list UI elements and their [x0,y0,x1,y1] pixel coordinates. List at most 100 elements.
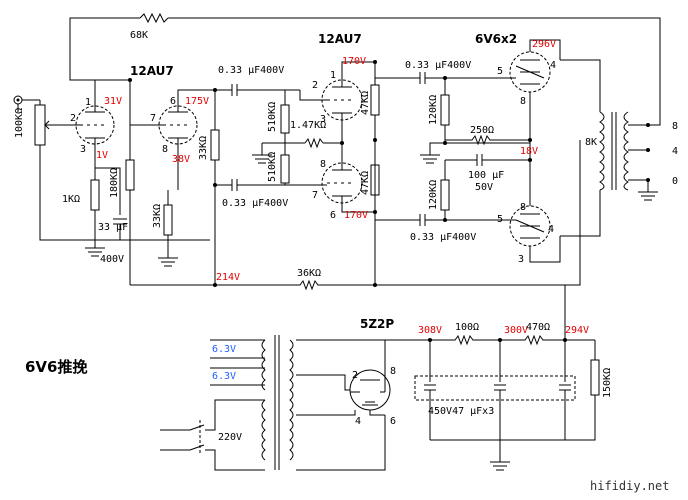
grid-resistor-33k-icon [163,204,173,236]
svg-text:1: 1 [85,97,91,108]
filter-cap-bank [414,375,576,401]
svg-text:400V: 400V [100,254,124,265]
svg-text:3: 3 [320,114,326,125]
svg-text:33KΩ: 33KΩ [152,204,163,228]
ps-voltage-b: 300V [504,325,528,336]
svg-text:6: 6 [330,210,336,221]
svg-text:5: 5 [497,66,503,77]
pi-top-plate-voltage: 170V [342,56,366,67]
svg-text:47KΩ: 47KΩ [360,91,371,115]
svg-text:250Ω: 250Ω [470,125,494,136]
svg-text:120KΩ: 120KΩ [428,95,439,125]
volume-pot-icon [34,104,46,146]
b-rail-voltage: 214V [216,272,240,283]
pi-grid-resistor-b-icon [280,154,290,184]
svg-text:100Ω: 100Ω [455,322,479,333]
svg-text:3: 3 [518,254,524,265]
phase-inverter: 12AU7 1 2 3 170V 8 7 6 170V 510KΩ 510KΩ … [252,32,510,285]
svg-text:4: 4 [550,60,556,71]
svg-text:8: 8 [390,366,396,377]
pi-grid-resistor-a-icon [280,104,290,134]
v1a-tube-icon [75,105,115,145]
feedback-loop: 68K [69,12,661,126]
svg-text:0.33 μF400V: 0.33 μF400V [218,65,284,76]
svg-text:8: 8 [520,202,526,213]
plate-resistor-180k-icon [125,159,135,191]
svg-text:510KΩ: 510KΩ [267,102,278,132]
ps-voltage-a: 308V [418,325,442,336]
svg-text:33KΩ: 33KΩ [198,136,209,160]
pi-bottom-plate-voltage: 170V [344,210,368,221]
svg-text:8: 8 [162,144,168,155]
svg-text:100 μF: 100 μF [468,170,504,181]
rectifier-tube-label: 5Z2P [360,317,394,331]
svg-text:220V: 220V [218,432,242,443]
output-cathode-voltage: 18V [520,146,538,157]
svg-text:7: 7 [150,113,156,124]
svg-text:0.33 μF400V: 0.33 μF400V [222,198,288,209]
schematic-title: 6V6推挽 [25,358,87,376]
svg-text:2: 2 [352,370,358,381]
svg-text:8K: 8K [585,137,597,148]
svg-text:4: 4 [672,146,678,157]
output-grid-resistor-a-icon [440,94,450,126]
svg-text:0.33 μF400V: 0.33 μF400V [405,60,471,71]
svg-text:6: 6 [170,96,176,107]
output-tube-label: 6V6x2 [475,32,517,46]
watermark: hifidiy.net [590,479,669,493]
ps-voltage-c: 294V [565,325,589,336]
svg-text:4: 4 [355,416,361,427]
v2-cathode-voltage: 38V [172,154,190,165]
heater-b-voltage: 6.3V [212,371,236,382]
svg-text:1: 1 [330,70,336,81]
svg-text:2: 2 [312,80,318,91]
input-stage: 100KΩ 1 2 3 31V 1V 1KΩ 33 μF 400V 180KΩ [13,55,210,285]
ground-icon-6 [490,440,510,471]
svg-text:33 μF: 33 μF [98,222,128,233]
pi-plate-resistor-a-icon [370,84,380,116]
bleeder-resistor-icon [590,359,600,396]
v2-tube-icon [158,105,198,145]
svg-text:8: 8 [520,96,526,107]
svg-text:150KΩ: 150KΩ [602,368,613,398]
power-supply: 5Z2P 6.3V 6.3V 220V 2 4 8 6 308V 100Ω 30… [160,317,613,471]
svg-text:5: 5 [497,214,503,225]
output-plate-voltage: 296V [532,39,556,50]
svg-text:470Ω: 470Ω [526,322,550,333]
svg-text:50V: 50V [475,182,493,193]
svg-text:120KΩ: 120KΩ [428,180,439,210]
v1-cathode-voltage: 1V [96,150,108,161]
svg-text:180KΩ: 180KΩ [109,168,120,198]
svg-text:6: 6 [390,416,396,427]
ground-icon-1 [85,225,105,257]
svg-text:1.47KΩ: 1.47KΩ [290,120,326,131]
heater-a-voltage: 6.3V [212,344,236,355]
svg-text:450V47 μFx3: 450V47 μFx3 [428,406,494,417]
v2-plate-voltage: 175V [185,96,209,107]
svg-text:36KΩ: 36KΩ [297,268,321,279]
svg-text:510KΩ: 510KΩ [267,152,278,182]
ground-icon-5 [638,180,658,201]
svg-text:0: 0 [672,176,678,187]
svg-text:8: 8 [320,159,326,170]
output-grid-resistor-b-icon [440,179,450,211]
v2-tube-label: 12AU7 [318,32,362,46]
v1-plate-voltage: 31V [104,96,122,107]
output-stage: 6V6x2 5 4 8 296V 8 5 4 3 120KΩ 120KΩ 250… [420,32,561,265]
volume-pot-label: 100KΩ [14,108,25,138]
ground-icon-4 [420,142,445,164]
svg-text:0.33 μF400V: 0.33 μF400V [410,232,476,243]
feedback-resistor-label: 68K [130,30,148,41]
ground-icon-2 [158,190,178,267]
svg-text:4: 4 [548,224,554,235]
cathode-resistor-1k-icon [90,179,100,211]
svg-text:2: 2 [70,113,76,124]
svg-text:3: 3 [80,144,86,155]
ground-icon-3 [252,142,285,164]
svg-text:47KΩ: 47KΩ [360,171,371,195]
plate-resistor-33k-icon [210,129,220,161]
v1-tube-label: 12AU7 [130,64,174,78]
svg-text:7: 7 [312,190,318,201]
b-plus-rail: 36KΩ [130,268,566,340]
